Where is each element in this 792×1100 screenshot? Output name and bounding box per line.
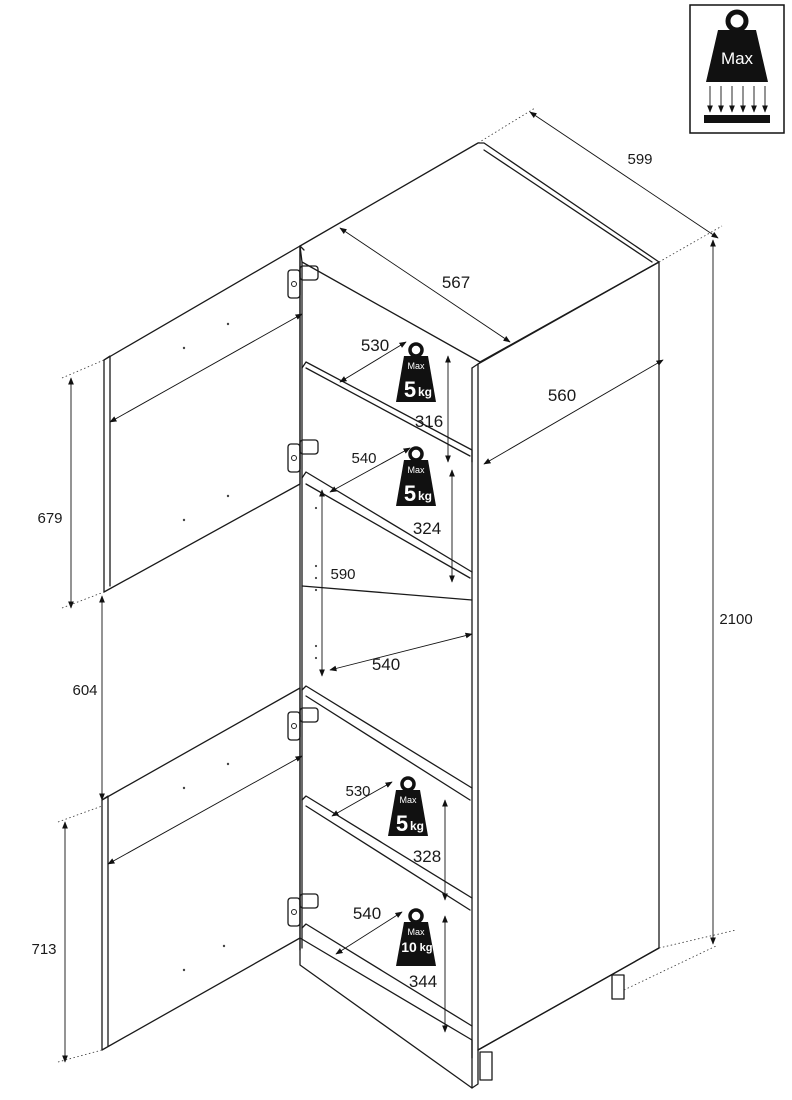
shelf-height-label: 344: [409, 972, 437, 991]
shelf-pin-holes: [314, 506, 318, 660]
hinge-icon: [287, 707, 319, 741]
hinge-icon: [287, 439, 319, 473]
weight-value: 5: [396, 811, 408, 836]
shelf-width-label: 540: [353, 904, 381, 923]
hinge-icon: [287, 893, 319, 927]
cabinet-body: [299, 142, 660, 1089]
dimension-labels: 599 2100 567 560 679 604 713 590 530 316…: [31, 151, 752, 991]
weight-max-label: Max: [399, 795, 417, 805]
dim-label-cavity-depth: 590: [330, 566, 355, 583]
weight-value: 5: [404, 481, 416, 506]
dim-label-upper-door: 679: [37, 510, 62, 527]
weight-value: 5: [404, 377, 416, 402]
hinge-icon: [287, 265, 319, 299]
dim-label-top-depth: 560: [548, 386, 576, 405]
weight-unit: kg: [420, 942, 433, 954]
dim-label-width-total: 2100: [719, 611, 752, 628]
weight-max-label: Max: [407, 927, 425, 937]
shelf-height-label: 324: [413, 519, 441, 538]
max-load-label: Max: [721, 49, 754, 68]
shelf-width-label: 540: [372, 655, 400, 674]
shelf-height-label: 328: [413, 847, 441, 866]
weight-unit: kg: [418, 489, 432, 503]
shelves: [301, 361, 473, 1027]
lower-door: [101, 687, 319, 1051]
weight-unit: kg: [418, 385, 432, 399]
weight-badge-shelf-1: Max 5 kg: [396, 342, 436, 402]
shelf-width-label: 530: [361, 336, 389, 355]
weight-max-label: Max: [407, 361, 425, 371]
load-arrows-icon: [704, 86, 770, 123]
dimension-lines: [57, 107, 737, 1063]
dim-label-depth-total: 599: [627, 151, 652, 168]
weight-max-label: Max: [407, 465, 425, 475]
shelf-width-label: 530: [345, 783, 370, 800]
upper-door: [103, 245, 319, 593]
max-load-badge: Max: [689, 4, 785, 134]
weight-badge-shelf-4: Max 5 kg: [388, 776, 428, 836]
weight-badge-shelf-5: Max 10 kg: [396, 908, 436, 966]
shelf-height-label: 316: [415, 412, 443, 431]
dim-label-lower-door: 713: [31, 941, 56, 958]
max-weight-icon: Max: [706, 9, 768, 82]
weight-badge-shelf-2: Max 5 kg: [396, 446, 436, 506]
weight-value: 10: [401, 939, 417, 955]
shelf-width-label: 540: [351, 450, 376, 467]
weight-unit: kg: [410, 819, 424, 833]
dim-label-top-width: 567: [442, 273, 470, 292]
dim-label-middle-gap: 604: [72, 682, 97, 699]
